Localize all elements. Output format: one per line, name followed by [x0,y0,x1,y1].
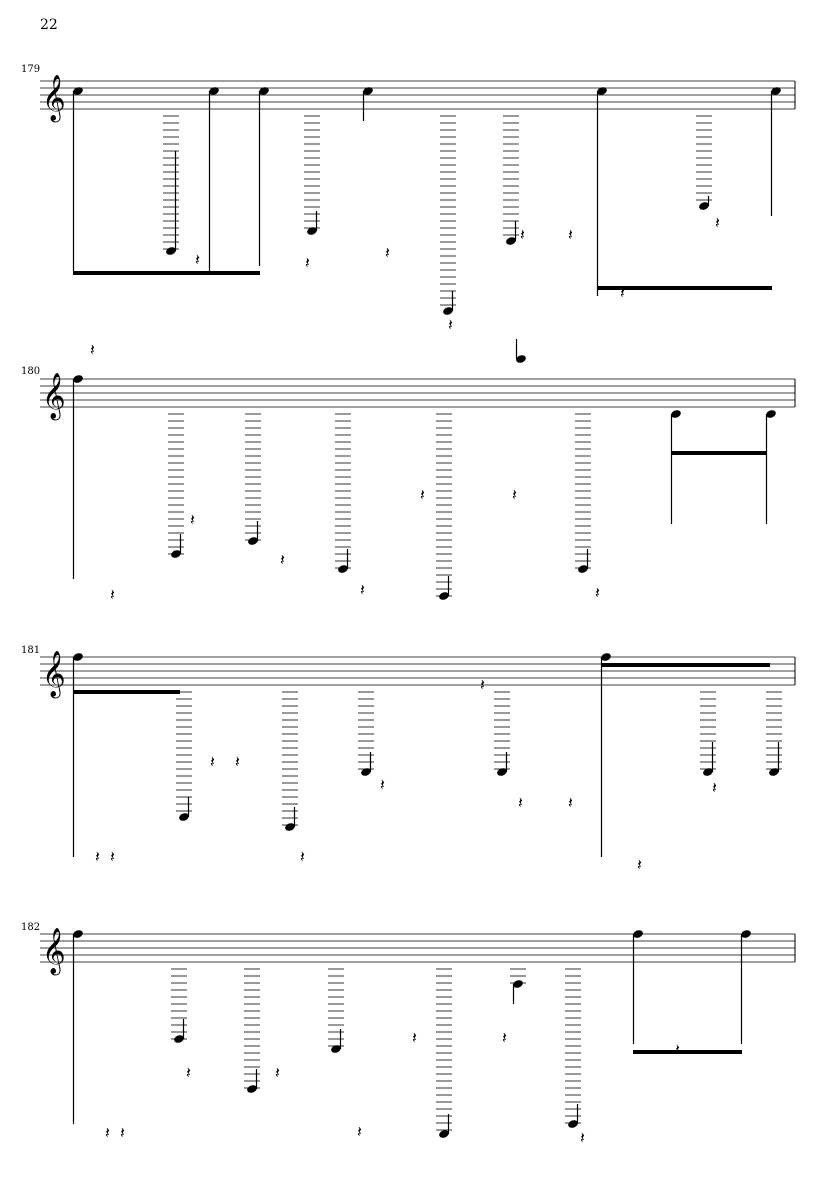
notehead [363,87,373,95]
notehead [699,202,709,210]
rest-icon: 𝄽 [637,855,642,874]
rest-icon: 𝄽 [305,253,310,272]
notehead [741,930,751,938]
beam [671,451,767,455]
page-number: 22 [40,17,58,33]
notehead [506,237,516,245]
measure-number: 179 [21,64,41,75]
rest-icon: 𝄽 [715,213,720,232]
rest-icon: 𝄽 [300,847,305,866]
rest-icon: 𝄽 [420,485,425,504]
notehead [307,227,317,235]
notehead [361,768,371,776]
notehead [209,87,219,95]
rest-icon: 𝄽 [235,752,240,771]
treble-clef-icon: 𝄞 [42,75,66,123]
rest-icon: 𝄽 [186,1063,191,1082]
treble-clef-icon: 𝄞 [42,651,66,699]
rest-icon: 𝄽 [520,225,525,244]
rest-icon: 𝄽 [280,550,285,569]
rest-icon: 𝄽 [518,793,523,812]
notehead [633,930,643,938]
rest-icon: 𝄽 [110,847,115,866]
notehead [671,410,681,418]
notehead [73,930,83,938]
notehead [703,768,713,776]
measure-number: 180 [21,366,41,377]
notehead [439,1130,449,1138]
rest-icon: 𝄽 [95,847,100,866]
rest-icon: 𝄽 [580,1128,585,1147]
beam [597,286,772,290]
rest-icon: 𝄽 [380,775,385,794]
rest-icon: 𝄽 [357,1122,362,1141]
rest-icon: 𝄽 [595,583,600,602]
notehead [766,410,776,418]
rest-icon: 𝄽 [480,675,485,694]
beam [73,271,260,275]
rest-icon: 𝄽 [360,580,365,599]
rest-icon: 𝄽 [568,793,573,812]
rest-icon: 𝄽 [120,1123,125,1142]
notehead [248,537,258,545]
rest-icon: 𝄽 [210,752,215,771]
notehead [578,565,588,573]
rest-icon: 𝄽 [568,225,573,244]
notehead [516,355,526,363]
notehead [568,1120,578,1128]
measure-number: 182 [21,922,41,933]
rest-icon: 𝄽 [195,250,200,269]
notehead [73,653,83,661]
notehead [597,87,607,95]
notehead [73,87,83,95]
notehead [338,565,348,573]
measure-number: 181 [21,645,41,656]
notehead [259,87,269,95]
rest-icon: 𝄽 [385,243,390,262]
rest-icon: 𝄽 [190,510,195,529]
rest-icon: 𝄽 [512,485,517,504]
rest-icon: 𝄽 [412,1028,417,1047]
notehead [443,307,453,315]
rest-icon: 𝄽 [90,340,95,359]
rest-icon: 𝄽 [448,315,453,334]
beam [633,1050,742,1054]
notehead [331,1045,341,1053]
treble-clef-icon: 𝄞 [42,373,66,421]
notehead [247,1085,257,1093]
notehead [513,980,523,988]
rest-icon: 𝄽 [110,585,115,604]
notehead [497,768,507,776]
rest-icon: 𝄽 [675,1040,680,1059]
treble-clef-icon: 𝄞 [42,928,66,976]
rest-icon: 𝄽 [712,778,717,797]
notehead [73,375,83,383]
beam [73,690,180,694]
rest-icon: 𝄽 [620,283,625,302]
rest-icon: 𝄽 [105,1123,110,1142]
beam [601,663,770,667]
notehead [179,813,189,821]
rest-icon: 𝄽 [275,1063,280,1082]
notehead [601,653,611,661]
notehead [771,87,781,95]
notehead [769,768,779,776]
rest-icon: 𝄽 [502,1028,507,1047]
